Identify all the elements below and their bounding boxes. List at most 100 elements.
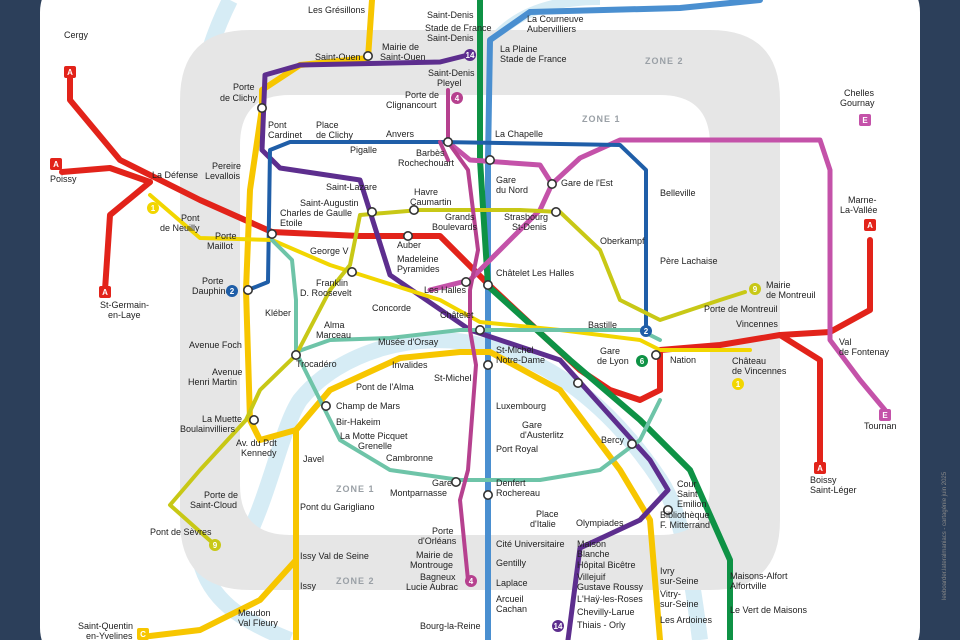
station-label[interactable]: Meudon [238, 608, 271, 618]
station-label[interactable]: Pont [181, 213, 200, 223]
station-label[interactable]: Cardinet [268, 130, 303, 140]
station-label[interactable]: Laplace [496, 578, 528, 588]
station-label[interactable]: F. Mitterrand [660, 520, 710, 530]
station-label[interactable]: Concorde [372, 303, 411, 313]
station-label[interactable]: St-Germain- [100, 300, 149, 310]
station-label[interactable]: Porte de Montreuil [704, 304, 778, 314]
station-label[interactable]: Pont [268, 120, 287, 130]
station-label[interactable]: en-Laye [108, 310, 141, 320]
station-label[interactable]: Saint-Quentin [78, 621, 133, 631]
station-label[interactable]: Saint-Augustin [300, 198, 359, 208]
station-label[interactable]: Gare [496, 175, 516, 185]
station-label[interactable]: Grenelle [358, 441, 392, 451]
station-label[interactable]: Saint-Denis [428, 68, 475, 78]
station-label[interactable]: Marceau [316, 330, 351, 340]
station-label[interactable]: Chevilly-Larue [577, 607, 635, 617]
station-label[interactable]: Charles de Gaulle [280, 208, 352, 218]
station-label[interactable]: Blanche [577, 549, 610, 559]
station-label[interactable]: Grands [445, 212, 475, 222]
station-label[interactable]: de Clichy [316, 130, 354, 140]
station-label[interactable]: d'Italie [530, 519, 556, 529]
station-label[interactable]: Champ de Mars [336, 401, 401, 411]
station-label[interactable]: D. Roosevelt [300, 288, 352, 298]
station-label[interactable]: Saint-Léger [810, 485, 857, 495]
station-label[interactable]: Pont de Sèvres [150, 527, 212, 537]
station-label[interactable]: Bir-Hakeim [336, 417, 381, 427]
station-label[interactable]: Saint-Cloud [190, 500, 237, 510]
station-label[interactable]: Emilion [677, 499, 707, 509]
station-label[interactable]: Maillot [207, 241, 234, 251]
station-label[interactable]: Pont de l'Alma [356, 382, 414, 392]
station-label[interactable]: Invalides [392, 360, 428, 370]
station-label[interactable]: Alma [324, 320, 345, 330]
station-label[interactable]: Vitry- [660, 589, 681, 599]
station-label[interactable]: Issy Val de Seine [300, 551, 369, 561]
station-label[interactable]: Gare [432, 478, 452, 488]
station-label[interactable]: Hôpital Bicêtre [577, 560, 636, 570]
station-label[interactable]: Maison [577, 539, 606, 549]
station-label[interactable]: Denfert [496, 478, 526, 488]
station-label[interactable]: Pleyel [437, 78, 462, 88]
station-label[interactable]: Kléber [265, 308, 291, 318]
station-label[interactable]: Saint-Denis [427, 10, 474, 20]
station-label[interactable]: Gare de l'Est [561, 178, 613, 188]
station-label[interactable]: de Montreuil [766, 290, 816, 300]
station-label[interactable]: Cachan [496, 604, 527, 614]
station-label[interactable]: Porte de [204, 490, 238, 500]
station-label[interactable]: Bastille [588, 320, 617, 330]
station-label[interactable]: Poissy [50, 174, 77, 184]
station-label[interactable]: Les Grésillons [308, 5, 366, 15]
station-label[interactable]: La Plaine [500, 44, 538, 54]
station-label[interactable]: Porte de [405, 90, 439, 100]
station-label[interactable]: Belleville [660, 188, 696, 198]
station-label[interactable]: La Muette [202, 414, 242, 424]
station-label[interactable]: Kennedy [241, 448, 277, 458]
station-label[interactable]: Franklin [316, 278, 348, 288]
station-label[interactable]: Bercy [601, 435, 625, 445]
station-label[interactable]: Nation [670, 355, 696, 365]
station-label[interactable]: Issy [300, 581, 317, 591]
station-label[interactable]: Châtelet Les Halles [496, 268, 575, 278]
station-label[interactable]: La-Vallée [840, 205, 877, 215]
station-label[interactable]: Trocadéro [296, 359, 337, 369]
station-label[interactable]: La Motte Picquet [340, 431, 408, 441]
station-label[interactable]: Cour [677, 479, 697, 489]
station-label[interactable]: Boulainvilliers [180, 424, 236, 434]
station-label[interactable]: en-Yvelines [86, 631, 133, 640]
station-label[interactable]: Thiais - Orly [577, 620, 626, 630]
station-label[interactable]: Barbès [416, 148, 445, 158]
station-label[interactable]: Gare [522, 420, 542, 430]
station-label[interactable]: Mairie [766, 280, 791, 290]
station-label[interactable]: Chelles [844, 88, 875, 98]
station-label[interactable]: de Lyon [597, 356, 629, 366]
station-label[interactable]: Havre [414, 187, 438, 197]
station-label[interactable]: Saint [677, 489, 698, 499]
station-label[interactable]: Saint-Ouen [315, 52, 361, 62]
station-label[interactable]: Dauphine [192, 286, 231, 296]
station-label[interactable]: Marne- [848, 195, 877, 205]
station-label[interactable]: Pont du Garigliano [300, 502, 375, 512]
station-label[interactable]: Olympiades [576, 518, 624, 528]
station-label[interactable]: du Nord [496, 185, 528, 195]
station-label[interactable]: Stade de France [425, 23, 492, 33]
station-label[interactable]: Val Fleury [238, 618, 278, 628]
station-label[interactable]: St-Michel [434, 373, 472, 383]
station-label[interactable]: Av. du Pdt [236, 438, 277, 448]
station-label[interactable]: St-Denis [512, 222, 547, 232]
station-label[interactable]: d'Orléans [418, 536, 457, 546]
station-label[interactable]: de Clichy [220, 93, 258, 103]
station-label[interactable]: Pereire [212, 161, 241, 171]
station-label[interactable]: Arcueil [496, 594, 524, 604]
station-label[interactable]: Père Lachaise [660, 256, 718, 266]
station-label[interactable]: Henri Martin [188, 377, 237, 387]
station-label[interactable]: d'Austerlitz [520, 430, 564, 440]
station-label[interactable]: Madeleine [397, 254, 439, 264]
station-label[interactable]: Tournan [864, 421, 897, 431]
station-label[interactable]: Mairie de [382, 42, 419, 52]
station-label[interactable]: Les Halles [424, 285, 467, 295]
station-label[interactable]: Gournay [840, 98, 875, 108]
station-label[interactable]: Etoile [280, 218, 303, 228]
station-label[interactable]: Caumartin [410, 197, 452, 207]
station-label[interactable]: Le Vert de Maisons [730, 605, 808, 615]
station-label[interactable]: Gentilly [496, 558, 527, 568]
